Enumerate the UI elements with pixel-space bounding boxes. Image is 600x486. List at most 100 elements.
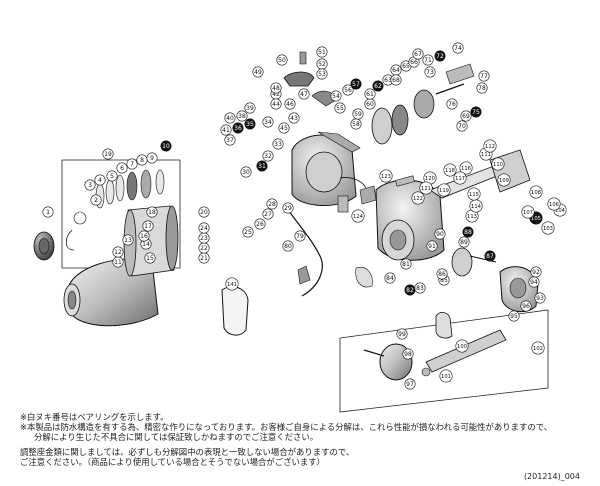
callout-35: 35 [244,118,256,130]
callout-49: 49 [252,66,264,78]
callout-label: 99 [398,331,406,338]
callout-31: 31 [256,160,268,172]
callout-label: 100 [457,344,467,350]
callout-69: 69 [460,110,472,122]
callout-label: 18 [148,209,156,216]
callout-label: 109 [499,178,509,184]
callout-label: 71 [424,57,432,64]
spool-assembly [33,169,179,327]
callout-53: 53 [316,68,328,80]
callout-label: 13 [124,237,132,244]
callout-90: 90 [434,228,446,240]
callout-9: 9 [146,152,158,164]
callout-label: 119 [439,188,449,194]
callout-62: 62 [372,80,384,92]
callout-label: 2 [94,197,98,204]
callout-37: 37 [224,134,236,146]
callout-label: 29 [284,205,292,212]
callout-label: 58 [352,121,360,128]
callout-label: 88 [464,229,472,236]
callout-label: 87 [486,253,494,260]
callout-label: 123 [381,174,391,180]
callout-95: 95 [508,310,520,322]
callout-11: 11 [112,256,124,268]
callout-label: 21 [200,255,208,262]
callout-label: 25 [244,229,252,236]
callout-label: 42 [272,91,280,98]
callout-label: 56 [344,87,352,94]
callout-98: 98 [402,348,414,360]
callout-60: 60 [364,98,376,110]
note-line: ご注意ください。（商品により使用している場合とそうでない場合がございます） [20,456,326,467]
callout-88: 88 [462,226,474,238]
callout-13: 13 [122,234,134,246]
callout-label: 52 [318,61,326,68]
callout-106: 106 [547,197,561,211]
callout-96: 96 [520,300,532,312]
callout-label: 85 [440,277,448,284]
callout-label: 61 [366,91,374,98]
callout-57: 57 [350,78,362,90]
line-roller-parts [283,51,337,107]
notes-block: ※白ヌキ番号はベアリングを示します。 ※本製品は防水構造を有する為、精密な作りに… [20,412,580,467]
callout-27: 27 [262,208,274,220]
callout-label: 45 [280,125,288,132]
callout-44: 44 [270,98,282,110]
callout-label: 63 [384,77,392,84]
callout-40: 40 [224,112,236,124]
callout-46: 46 [284,98,296,110]
callout-label: 69 [462,113,470,120]
callout-label: 55 [336,105,344,112]
callout-141: 141 [225,277,239,291]
callout-label: 36 [234,125,242,132]
callout-label: 110 [493,162,503,168]
callout-label: 15 [146,255,154,262]
callout-label: 116 [461,166,471,172]
callout-50: 50 [276,54,288,66]
callout-43: 43 [288,112,300,124]
note-line: 分解により生じた不具合に関しては保証致しかねますのでご注意ください。 [34,432,319,443]
callout-7: 7 [126,158,138,170]
callout-47: 47 [298,88,310,100]
callout-30: 30 [240,166,252,178]
callout-64: 64 [390,64,402,76]
callout-110: 110 [491,157,505,171]
callout-28: 28 [266,198,278,210]
callout-label: 121 [421,186,431,192]
callout-label: 70 [458,123,466,130]
callout-26: 26 [254,218,266,230]
callout-label: 73 [426,69,434,76]
callout-2: 2 [90,194,102,206]
callout-label: 117 [455,176,465,182]
callout-label: 89 [460,239,468,246]
callout-label: 49 [254,69,262,76]
callout-label: 66 [410,59,418,66]
callout-86: 86 [436,268,448,280]
callout-label: 30 [242,169,250,176]
callout-12: 12 [112,246,124,258]
callout-52: 52 [316,58,328,70]
callout-label: 44 [272,101,280,108]
callout-102: 102 [531,341,545,355]
rotor-assembly [287,131,367,297]
callout-label: 53 [318,71,326,78]
callout-label: 65 [402,63,410,70]
bail-wire-part [287,209,323,297]
callout-label: 95 [510,313,518,320]
callout-8: 8 [136,154,148,166]
callout-94: 94 [528,276,540,288]
callout-41: 41 [220,124,232,136]
callout-label: 16 [140,233,148,240]
callout-124: 124 [351,209,365,223]
callout-label: 27 [264,211,272,218]
note-line: ※本製品は防水構造を有する為、精密な作りになっております。お客様ご自身による分解… [20,422,553,433]
callout-label: 80 [284,243,292,250]
callout-label: 91 [428,243,436,250]
callout-label: 19 [104,151,112,158]
callout-label: 115 [469,192,479,198]
callout-5: 5 [106,170,118,182]
pinion-assembly [371,63,475,145]
callout-118: 118 [443,163,457,177]
